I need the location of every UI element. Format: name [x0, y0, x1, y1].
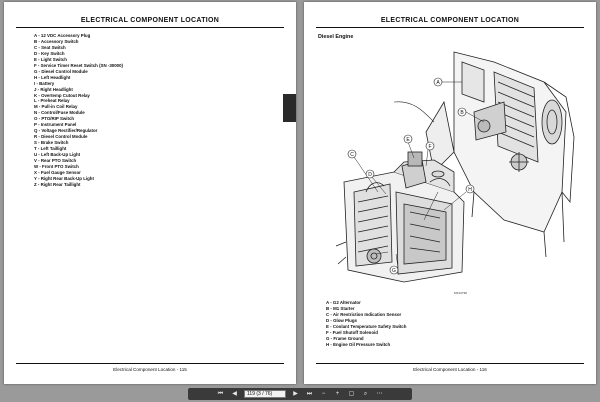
section-title: Diesel Engine	[318, 34, 354, 40]
svg-text:E: E	[406, 137, 410, 143]
legend-item: C - Seat Switch	[34, 44, 66, 50]
legend-item: T - Left Taillight	[34, 146, 67, 152]
legend-item: V - Rear PTO Switch	[34, 158, 77, 164]
left-page-header: ELECTRICAL COMPONENT LOCATION	[16, 17, 284, 28]
legend-item: D - Key Switch	[34, 50, 65, 56]
left-page: ELECTRICAL COMPONENT LOCATION A - 12 VDC…	[4, 2, 296, 384]
callout-marker: E	[403, 134, 413, 144]
diesel-engine-illustration: A B C D E	[335, 51, 575, 283]
callout-marker: C	[347, 149, 357, 159]
svg-text:F: F	[428, 144, 431, 150]
legend-item: G - Frame Ground	[326, 336, 364, 341]
svg-text:G: G	[392, 268, 396, 274]
legend-item: W - Front PTO Switch	[34, 163, 79, 169]
legend-item: C - Air Restriction Indication Sensor	[326, 312, 402, 317]
legend-item: D - Glow Plugs	[326, 318, 357, 323]
figure-id: MX13738	[454, 291, 467, 295]
page-number-input[interactable]	[244, 390, 286, 398]
right-page-header: ELECTRICAL COMPONENT LOCATION	[316, 17, 584, 28]
legend-item: B - Accessory Switch	[34, 38, 79, 44]
zoom-in-icon[interactable]: +	[335, 391, 340, 397]
left-legend-list: A - 12 VDC Accessory Plug B - Accessory …	[34, 33, 123, 188]
svg-text:B: B	[460, 110, 464, 116]
legend-item: H - Left Headlight	[34, 74, 71, 80]
svg-text:C: C	[350, 152, 354, 158]
callout-marker: G	[389, 265, 399, 275]
legend-item: Y - Right Rear Back-Up Light	[34, 175, 94, 181]
legend-item: S - Brake Switch	[34, 140, 69, 146]
bookmark-tab[interactable]	[283, 94, 296, 122]
page-navigation-toolbar: ⏮ ◀ ▶ ⏭ − + ▢ ⌕ ⋯	[188, 388, 412, 400]
zoom-out-icon[interactable]: −	[321, 391, 326, 397]
legend-item: R - Diesel Control Module	[34, 134, 88, 140]
first-page-icon[interactable]: ⏮	[217, 391, 224, 397]
svg-text:A: A	[436, 80, 440, 86]
legend-item: H - Engine Oil Pressure Switch	[326, 342, 391, 347]
callout-marker: D	[365, 169, 375, 179]
legend-item: J - Right Headlight	[34, 86, 73, 92]
right-page: ELECTRICAL COMPONENT LOCATION Diesel Eng…	[304, 2, 596, 384]
next-page-icon[interactable]: ▶	[293, 391, 298, 397]
legend-item: A - 12 VDC Accessory Plug	[34, 33, 91, 38]
legend-item: P - Instrument Panel	[34, 122, 77, 128]
more-options-icon[interactable]: ⋯	[376, 391, 383, 397]
left-page-footer: Electrical Component Location - 115	[16, 363, 284, 372]
svg-text:H: H	[468, 187, 472, 193]
legend-item: B - M1 Starter	[326, 306, 355, 311]
legend-item: N - Control/Fuse Module	[34, 110, 85, 116]
fit-page-icon[interactable]: ▢	[348, 391, 355, 397]
legend-item: Q - Voltage Rectifier/Regulator	[34, 128, 98, 134]
legend-item: O - PTO/RIP Switch	[34, 116, 75, 122]
search-icon[interactable]: ⌕	[363, 391, 368, 397]
legend-item: M - Pull-in Coil Relay	[34, 104, 78, 110]
legend-item: K - Overtemp Cutout Relay	[34, 92, 90, 98]
callout-marker: B	[457, 107, 467, 117]
legend-item: F - Service Timer Reset Switch (SN -3000…	[34, 62, 123, 68]
legend-item: Z - Right Rear Taillight	[34, 181, 81, 187]
right-legend-list: A - G2 Alternator B - M1 Starter C - Air…	[326, 300, 406, 348]
legend-item: E - Coolant Temperature Safety Switch	[326, 324, 407, 329]
callout-marker: A	[433, 77, 443, 87]
legend-item: X - Fuel Gauge Sensor	[34, 169, 81, 175]
callout-marker: F	[425, 141, 435, 151]
legend-item: L - Preheat Relay	[34, 98, 70, 104]
last-page-icon[interactable]: ⏭	[306, 391, 313, 397]
right-page-footer: Electrical Component Location - 116	[316, 363, 584, 372]
legend-item: E - Light Switch	[34, 56, 67, 62]
svg-text:D: D	[368, 172, 372, 178]
legend-item: F - Fuel Shutoff Solenoid	[326, 330, 378, 335]
callout-marker: H	[465, 184, 475, 194]
legend-item: I - Battery	[34, 80, 55, 86]
legend-item: A - G2 Alternator	[326, 300, 361, 305]
previous-page-icon[interactable]: ◀	[232, 391, 237, 397]
legend-item: U - Left Back-Up Light	[34, 152, 81, 158]
legend-item: G - Diesel Control Module	[34, 68, 88, 74]
